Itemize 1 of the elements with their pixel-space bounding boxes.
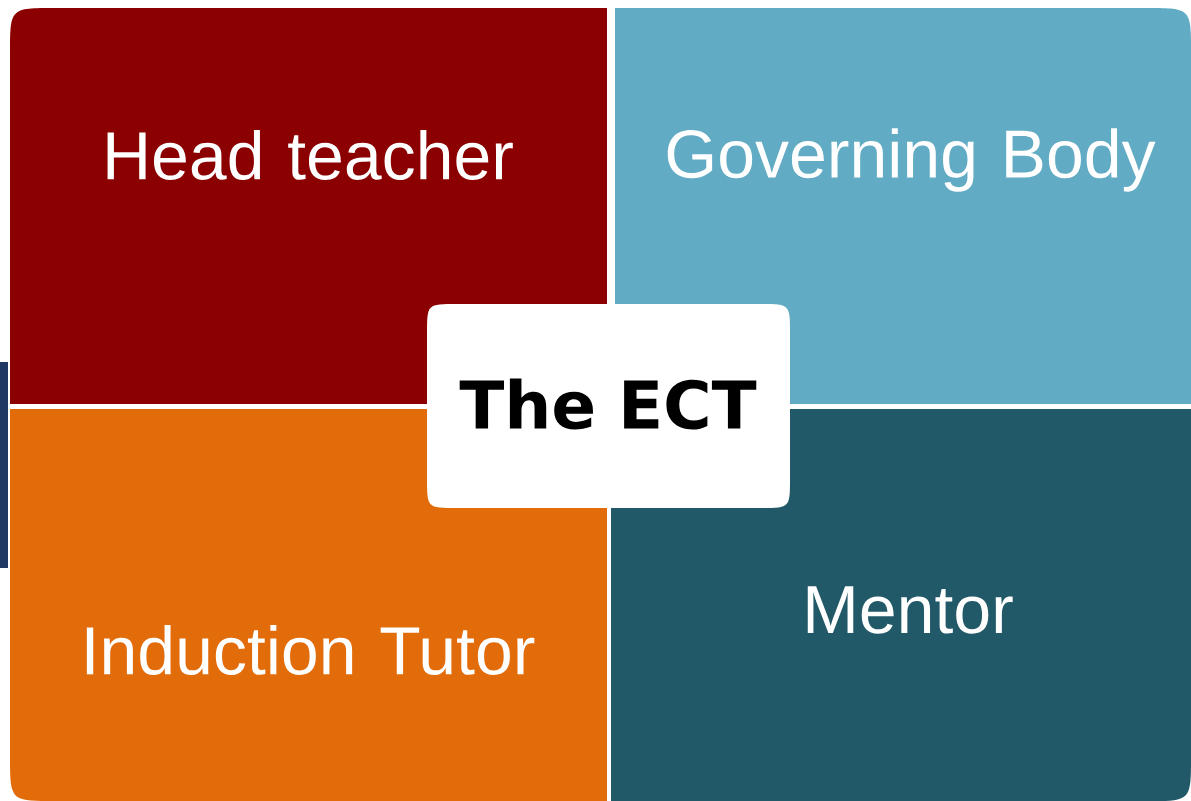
center-box: The ECT — [427, 304, 790, 508]
